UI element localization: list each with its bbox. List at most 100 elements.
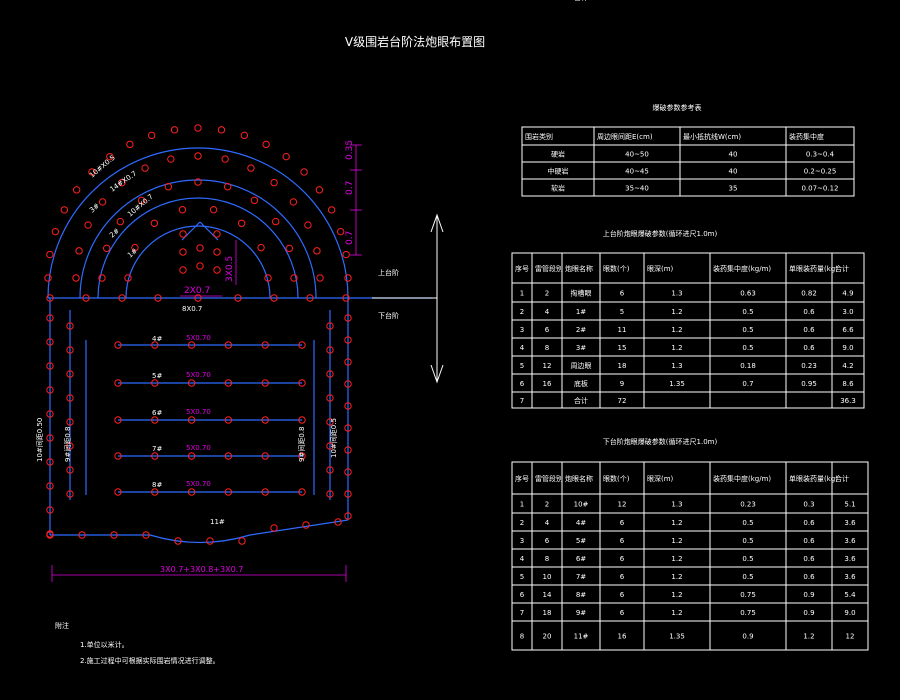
invert-line xyxy=(50,519,349,544)
lower_table-cell: 合计 xyxy=(574,0,588,2)
ring-1-hole xyxy=(257,243,265,252)
lower_table-cell: 1.3 xyxy=(671,501,682,509)
floor-hole xyxy=(234,294,242,302)
floor-hole xyxy=(46,294,54,302)
lower_table-cell: 6 xyxy=(620,609,625,617)
row-6-hole xyxy=(151,416,159,424)
left-wall-hole xyxy=(46,386,54,394)
ring-2-hole xyxy=(250,196,259,205)
upper_table-header-cell: 装药集中度(kg/m) xyxy=(713,264,771,273)
lower_table-cell: 0.6 xyxy=(803,573,815,581)
row-4-hole xyxy=(261,341,269,349)
lower_table-cell: 1.2 xyxy=(671,573,682,581)
param_table-cell: 0.2~0.25 xyxy=(804,168,837,176)
upper_table-cell: 8 xyxy=(545,344,549,352)
lower_table-cell: 0.9 xyxy=(742,633,753,641)
row-7-hole xyxy=(151,452,159,460)
lower_table-cell: 2 xyxy=(545,501,549,509)
upper_table-cell: 1.3 xyxy=(671,362,682,370)
dim-label-0: 0.35 xyxy=(345,140,355,160)
param_table-cell: 硬岩 xyxy=(551,150,565,159)
perimeter-hole xyxy=(170,126,179,134)
upper_table-header-cell: 眼数(个) xyxy=(603,264,630,273)
left-inner-hole xyxy=(66,370,74,378)
ring-1-line xyxy=(125,225,271,299)
lower-table-title: 下台阶炮眼爆破参数(循环进尺1.0m) xyxy=(603,437,718,446)
left-wall-hole xyxy=(46,314,54,322)
cut-hole xyxy=(213,248,221,256)
note-1: 1.单位以米计。 xyxy=(80,640,129,649)
right-inner-hole xyxy=(326,394,334,402)
row-8-hole xyxy=(114,488,122,496)
lower_table-cell: 10 xyxy=(543,573,552,581)
left-wall-hole xyxy=(46,506,54,514)
ring-3-hole xyxy=(289,198,298,206)
right-wall-hole xyxy=(344,490,352,498)
right-inner-hole xyxy=(326,466,334,474)
lower_table-cell: 5 xyxy=(520,573,524,581)
perimeter-hole xyxy=(44,274,52,282)
ring-3-hole xyxy=(141,164,149,172)
row-5-hole xyxy=(224,379,233,387)
lower_table-cell: 6# xyxy=(576,555,586,563)
ring-2-hole xyxy=(116,217,125,226)
upper_table-cell: 0.7 xyxy=(742,380,753,388)
upper_table-cell: 4 xyxy=(520,344,525,352)
upper_table-cell: 6 xyxy=(520,380,525,388)
row-spacing-6: 5X0.70 xyxy=(186,408,211,416)
row-4-hole xyxy=(298,341,306,349)
lower_table-cell: 16 xyxy=(618,633,627,641)
row-7-hole xyxy=(261,452,269,460)
upper_table-cell: 0.5 xyxy=(742,308,753,316)
lower_table-cell: 0.6 xyxy=(803,555,815,563)
perimeter-hole xyxy=(106,152,114,161)
perimeter-hole xyxy=(217,126,226,134)
ring-2-hole xyxy=(290,274,298,282)
ring-2-hole xyxy=(285,244,294,253)
upper_table-cell: 掏槽眼 xyxy=(571,289,592,298)
lower_table-cell: 1.2 xyxy=(671,537,682,545)
param_table-cell: 0.3~0.4 xyxy=(806,151,835,159)
right-wall-hole xyxy=(344,424,352,432)
upper_table-cell: 1.35 xyxy=(669,380,685,388)
tunnel-profile xyxy=(47,147,432,544)
upper_table-cell: 9.0 xyxy=(842,344,853,352)
left-wall-hole xyxy=(46,458,54,466)
perimeter-hole xyxy=(262,140,270,149)
perimeter-hole xyxy=(194,124,202,132)
lower_table-cell: 8 xyxy=(520,633,524,641)
lower-bench-table: 序号雷管段别炮眼名称眼数(个)眼深(m)装药集中度(kg/m)单眼装药量(kg)… xyxy=(511,0,869,651)
param_table-header-cell: 围岩类别 xyxy=(525,132,553,141)
ring-3-hole xyxy=(118,178,126,187)
floor-hole xyxy=(154,294,162,302)
cut-hole xyxy=(179,266,187,274)
floor-hole xyxy=(194,294,202,302)
row-7-hole xyxy=(224,452,233,460)
row-5-hole xyxy=(114,379,122,387)
row-4-hole xyxy=(114,341,122,349)
lower_table-cell: 0.9 xyxy=(803,609,814,617)
left-wall-hole xyxy=(46,482,54,490)
lower_table-header-cell: 雷管段别 xyxy=(535,474,563,483)
lower_table-header-cell: 装药集中度(kg/m) xyxy=(713,474,771,483)
floor-hole xyxy=(270,294,278,302)
upper_table-cell: 6 xyxy=(620,290,625,298)
lower_table-cell: 3.6 xyxy=(844,573,856,581)
row-4-hole xyxy=(187,341,196,349)
lower_table-cell: 7 xyxy=(520,609,524,617)
lower_table-header-cell: 炮眼名称 xyxy=(565,474,593,483)
ring-1-hole xyxy=(124,274,132,282)
right-wall-hole xyxy=(344,358,352,366)
upper-bench-label: 上台阶 xyxy=(378,268,399,277)
upper_table-header-cell: 序号 xyxy=(515,264,529,273)
perimeter-hole xyxy=(147,131,156,140)
upper_table-cell: 0.23 xyxy=(801,362,817,370)
ring-3-hole xyxy=(247,164,255,172)
lower_table-cell: 8# xyxy=(576,591,586,599)
row-spacing-5: 5X0.70 xyxy=(186,371,211,379)
param_table-cell: 35 xyxy=(729,185,738,193)
row-label-4: 4# xyxy=(152,335,162,343)
right-wall-hole xyxy=(344,512,352,520)
right-inner-hole xyxy=(326,322,334,330)
